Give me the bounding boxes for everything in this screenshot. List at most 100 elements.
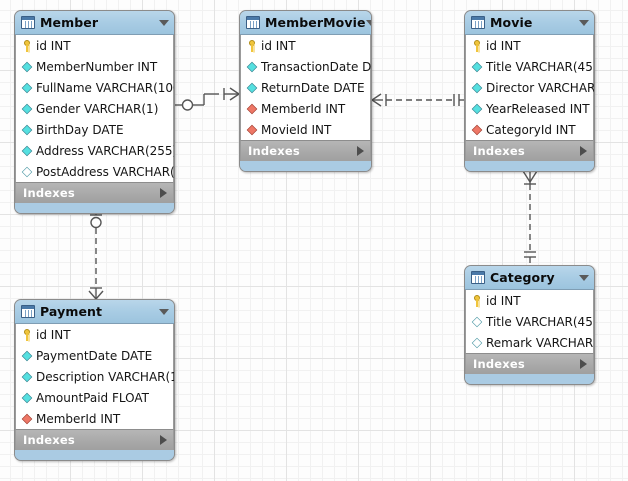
table-header-membermovie[interactable]: MemberMovie	[240, 11, 371, 35]
key-icon	[21, 39, 33, 52]
column-row[interactable]: MemberId INT	[16, 408, 173, 429]
diamond-icon	[471, 61, 483, 72]
table-title: Movie	[490, 15, 533, 30]
table-footer	[240, 161, 371, 171]
table-header-movie[interactable]: Movie	[465, 11, 594, 35]
indexes-section-member[interactable]: Indexes	[15, 182, 174, 203]
chevron-down-icon[interactable]	[159, 19, 169, 26]
column-row[interactable]: AmountPaid FLOAT	[16, 387, 173, 408]
column-row[interactable]: ReturnDate DATE	[241, 77, 370, 98]
column-label: PostAddress VARCHAR(255)	[36, 164, 175, 179]
chevron-down-icon[interactable]	[579, 274, 589, 281]
diamond-red-icon	[246, 124, 258, 135]
column-row[interactable]: FullName VARCHAR(100)	[16, 77, 174, 98]
column-label: YearReleased INT	[486, 101, 590, 116]
table-title: MemberMovie	[265, 15, 366, 30]
column-row[interactable]: Description VARCHAR(100)	[16, 366, 174, 387]
column-row[interactable]: id INT	[16, 324, 173, 345]
key-icon	[246, 39, 258, 52]
chevron-right-icon[interactable]	[357, 146, 364, 156]
column-label: id INT	[486, 293, 521, 308]
table-header-member[interactable]: Member	[15, 11, 174, 35]
indexes-label: Indexes	[248, 144, 300, 158]
column-row[interactable]: MemberNumber INT	[16, 56, 173, 77]
table-footer	[465, 161, 594, 171]
table-title: Payment	[40, 304, 103, 319]
table-icon	[21, 305, 35, 318]
column-row[interactable]: YearReleased INT	[466, 98, 593, 119]
column-label: id INT	[486, 38, 521, 53]
column-row[interactable]: PostAddress VARCHAR(255)	[16, 161, 175, 182]
column-label: id INT	[36, 327, 71, 342]
relationship-membermovie-movie[interactable]	[370, 88, 466, 112]
table-icon	[471, 271, 485, 284]
table-movie[interactable]: Movie id INT Title VARCHAR(45) Director VAR…	[464, 10, 595, 172]
relationship-member-membermovie[interactable]	[172, 82, 246, 122]
key-icon	[21, 328, 33, 341]
column-row[interactable]: Title VARCHAR(45)	[466, 56, 595, 77]
column-row[interactable]: Title VARCHAR(45)	[466, 311, 594, 332]
chevron-down-icon[interactable]	[159, 308, 169, 315]
column-row[interactable]: Address VARCHAR(255)	[16, 140, 174, 161]
column-label: CategoryId INT	[486, 122, 576, 137]
column-label: MemberId INT	[36, 411, 121, 426]
column-row[interactable]: MovieId INT	[241, 119, 370, 140]
column-label: Title VARCHAR(45)	[486, 59, 595, 74]
chevron-down-icon[interactable]	[365, 19, 371, 26]
indexes-label: Indexes	[23, 186, 75, 200]
column-list: id INT PaymentDate DATE Description VARCHA…	[15, 324, 174, 429]
diamond-outline-icon	[471, 337, 483, 348]
indexes-section-movie[interactable]: Indexes	[465, 140, 594, 161]
column-row[interactable]: Remark VARCHAR(500)	[466, 332, 594, 353]
column-label: Remark VARCHAR(500)	[486, 335, 594, 350]
column-row[interactable]: id INT	[466, 290, 593, 311]
column-row[interactable]: Gender VARCHAR(1)	[16, 98, 173, 119]
chevron-right-icon[interactable]	[160, 435, 167, 445]
table-icon	[471, 16, 485, 29]
column-row[interactable]: Director VARCHAR(45)	[466, 77, 594, 98]
table-footer	[15, 203, 174, 213]
diamond-icon	[21, 145, 33, 156]
diamond-icon	[471, 103, 483, 114]
indexes-section-category[interactable]: Indexes	[465, 353, 594, 374]
diamond-icon	[246, 61, 258, 72]
chevron-down-icon[interactable]	[579, 19, 589, 26]
column-row[interactable]: PaymentDate DATE	[16, 345, 173, 366]
column-list: id INT Title VARCHAR(45) Remark VARCHAR(50…	[465, 290, 594, 353]
diamond-icon	[21, 350, 33, 361]
chevron-right-icon[interactable]	[580, 359, 587, 369]
diamond-icon	[21, 371, 33, 382]
chevron-right-icon[interactable]	[580, 146, 587, 156]
diamond-icon	[21, 392, 33, 403]
table-footer	[15, 450, 174, 460]
diamond-icon	[21, 103, 33, 114]
column-row[interactable]: CategoryId INT	[466, 119, 593, 140]
column-label: Description VARCHAR(100)	[36, 369, 174, 384]
relationship-movie-category[interactable]	[518, 168, 542, 268]
column-row[interactable]: id INT	[16, 35, 173, 56]
chevron-right-icon[interactable]	[160, 188, 167, 198]
column-label: AmountPaid FLOAT	[36, 390, 149, 405]
table-payment[interactable]: Payment id INT PaymentDate DATE Description…	[14, 299, 175, 461]
indexes-section-payment[interactable]: Indexes	[15, 429, 174, 450]
table-footer	[465, 374, 594, 384]
table-header-category[interactable]: Category	[465, 266, 594, 290]
diamond-icon	[21, 82, 33, 93]
column-row[interactable]: id INT	[466, 35, 593, 56]
column-row[interactable]: BirthDay DATE	[16, 119, 173, 140]
column-list: id INT Title VARCHAR(45) Director VARCHAR(…	[465, 35, 594, 140]
column-label: BirthDay DATE	[36, 122, 124, 137]
indexes-section-membermovie[interactable]: Indexes	[240, 140, 371, 161]
table-category[interactable]: Category id INT Title VARCHAR(45) Remark VA…	[464, 265, 595, 385]
diamond-icon	[21, 124, 33, 135]
column-row[interactable]: MemberId INT	[241, 98, 370, 119]
column-row[interactable]: id INT	[241, 35, 370, 56]
diamond-icon	[471, 82, 483, 93]
column-row[interactable]: TransactionDate DATE	[241, 56, 371, 77]
table-header-payment[interactable]: Payment	[15, 300, 174, 324]
relationship-member-payment[interactable]	[84, 208, 108, 304]
